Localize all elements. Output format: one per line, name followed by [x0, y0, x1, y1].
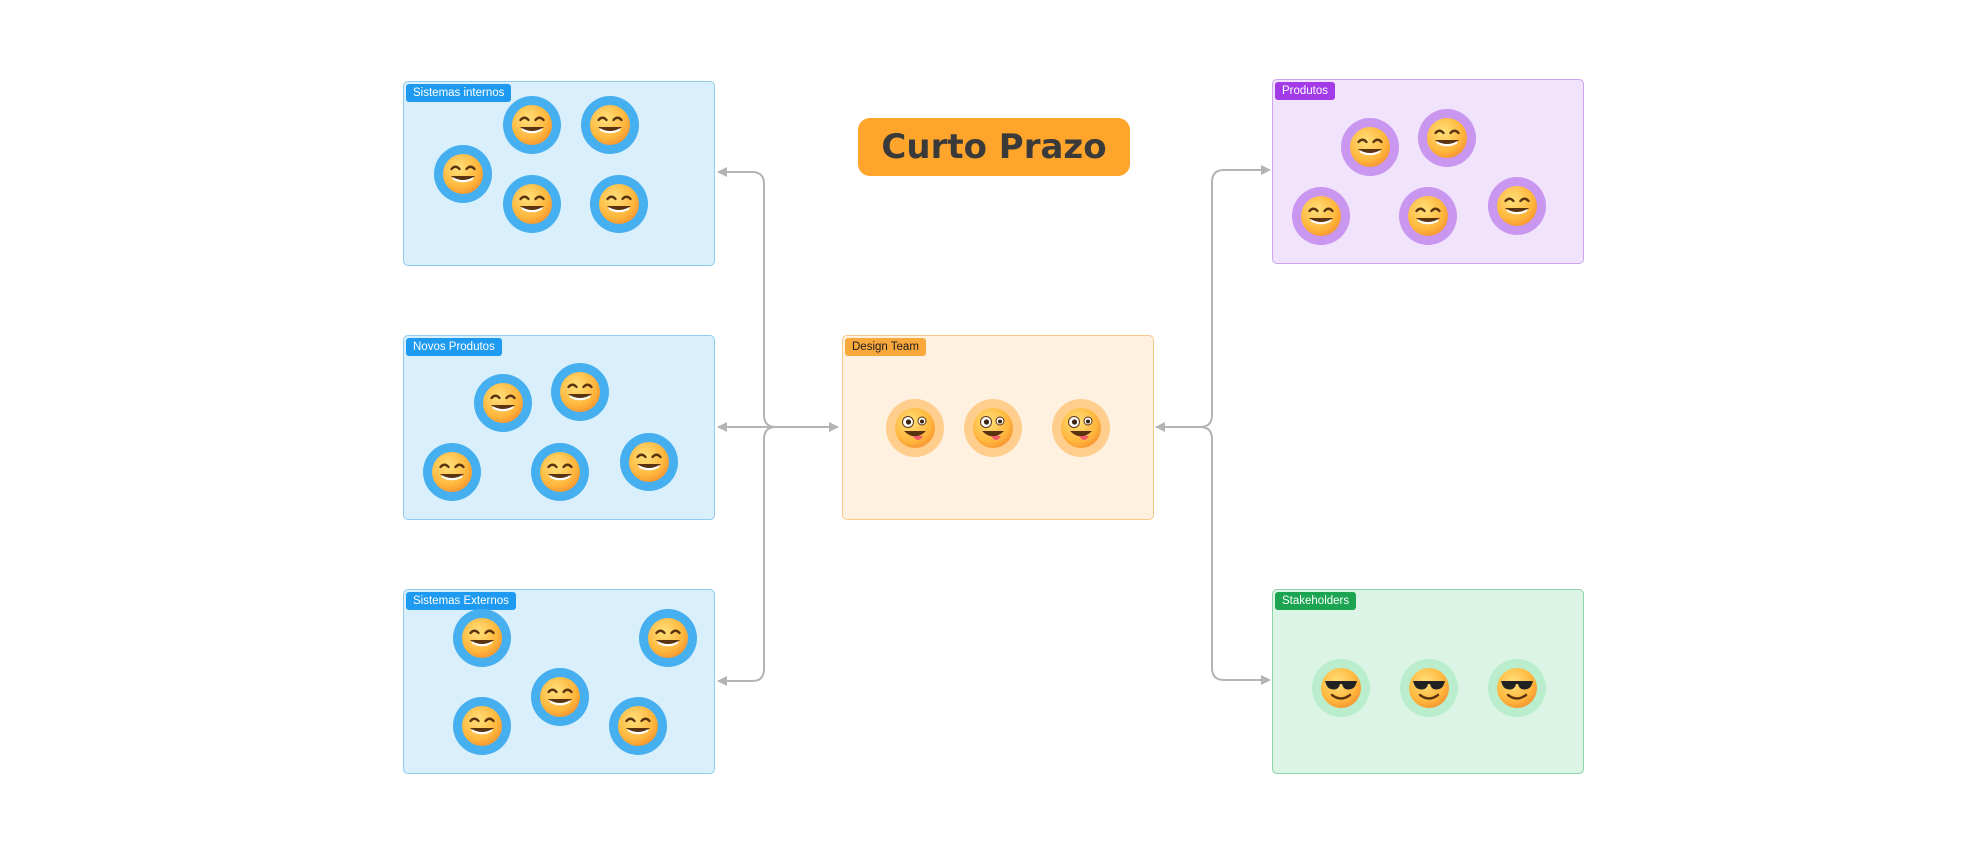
member-avatar[interactable]: [639, 609, 697, 667]
member-avatar[interactable]: [609, 697, 667, 755]
member-avatar[interactable]: [1400, 659, 1458, 717]
member-avatar[interactable]: [551, 363, 609, 421]
member-avatar[interactable]: [503, 96, 561, 154]
smiling-face-with-sunglasses-icon: [1407, 666, 1451, 710]
grinning-face-with-smiling-eyes-icon: [588, 103, 632, 147]
member-avatar[interactable]: [1341, 118, 1399, 176]
group-design-team[interactable]: Design Team: [842, 335, 1154, 520]
grinning-face-with-smiling-eyes-icon: [441, 152, 485, 196]
arrowhead: [717, 422, 727, 432]
connector-produtos: [1156, 169, 1264, 428]
grinning-face-with-smiling-eyes-icon: [627, 440, 671, 484]
member-avatar[interactable]: [964, 399, 1022, 457]
group-novos-produtos[interactable]: Novos Produtos: [403, 335, 715, 520]
grinning-face-with-smiling-eyes-icon: [1495, 184, 1539, 228]
member-avatar[interactable]: [474, 374, 532, 432]
member-avatar[interactable]: [423, 443, 481, 501]
member-avatar[interactable]: [1488, 177, 1546, 235]
member-avatar[interactable]: [1052, 399, 1110, 457]
member-avatar[interactable]: [1399, 187, 1457, 245]
arrowhead: [1155, 422, 1165, 432]
grinning-face-with-smiling-eyes-icon: [616, 704, 660, 748]
member-avatar[interactable]: [886, 399, 944, 457]
member-avatar[interactable]: [531, 443, 589, 501]
group-label: Sistemas internos: [406, 84, 512, 102]
grinning-face-with-smiling-eyes-icon: [460, 616, 504, 660]
group-sistemas-externos[interactable]: Sistemas Externos: [403, 589, 715, 774]
zany-face-icon: [1059, 406, 1103, 450]
grinning-face-with-smiling-eyes-icon: [481, 381, 525, 425]
member-avatar[interactable]: [581, 96, 639, 154]
member-avatar[interactable]: [453, 609, 511, 667]
grinning-face-with-smiling-eyes-icon: [538, 675, 582, 719]
connector-stakeholders: [1199, 426, 1264, 681]
arrowhead: [717, 676, 727, 686]
arrowhead: [717, 167, 727, 177]
grinning-face-with-smiling-eyes-icon: [510, 182, 554, 226]
member-avatar[interactable]: [1292, 187, 1350, 245]
group-sistemas-internos[interactable]: Sistemas internos: [403, 81, 715, 266]
smiling-face-with-sunglasses-icon: [1319, 666, 1363, 710]
grinning-face-with-smiling-eyes-icon: [1348, 125, 1392, 169]
member-avatar[interactable]: [503, 175, 561, 233]
grinning-face-with-smiling-eyes-icon: [1406, 194, 1450, 238]
connector-sistemas-externos: [718, 426, 777, 682]
member-avatar[interactable]: [590, 175, 648, 233]
member-avatar[interactable]: [620, 433, 678, 491]
group-label: Produtos: [1275, 82, 1336, 100]
grinning-face-with-smiling-eyes-icon: [1425, 116, 1469, 160]
arrowhead: [829, 422, 839, 432]
group-label: Novos Produtos: [406, 338, 502, 356]
member-avatar[interactable]: [453, 697, 511, 755]
member-avatar[interactable]: [1312, 659, 1370, 717]
group-stakeholders[interactable]: Stakeholders: [1272, 589, 1584, 774]
grinning-face-with-smiling-eyes-icon: [646, 616, 690, 660]
zany-face-icon: [893, 406, 937, 450]
group-label: Design Team: [845, 338, 926, 356]
page-title: Curto Prazo: [858, 118, 1130, 176]
grinning-face-with-smiling-eyes-icon: [597, 182, 641, 226]
connector-sistemas-internos: [718, 171, 838, 428]
zany-face-icon: [971, 406, 1015, 450]
member-avatar[interactable]: [434, 145, 492, 203]
grinning-face-with-smiling-eyes-icon: [1299, 194, 1343, 238]
arrowhead: [1261, 165, 1271, 175]
grinning-face-with-smiling-eyes-icon: [558, 370, 602, 414]
grinning-face-with-smiling-eyes-icon: [460, 704, 504, 748]
arrowhead: [1261, 675, 1271, 685]
member-avatar[interactable]: [1488, 659, 1546, 717]
member-avatar[interactable]: [1418, 109, 1476, 167]
grinning-face-with-smiling-eyes-icon: [510, 103, 554, 147]
group-label: Sistemas Externos: [406, 592, 516, 610]
grinning-face-with-smiling-eyes-icon: [430, 450, 474, 494]
smiling-face-with-sunglasses-icon: [1495, 666, 1539, 710]
member-avatar[interactable]: [531, 668, 589, 726]
group-produtos[interactable]: Produtos: [1272, 79, 1584, 264]
grinning-face-with-smiling-eyes-icon: [538, 450, 582, 494]
group-label: Stakeholders: [1275, 592, 1357, 610]
